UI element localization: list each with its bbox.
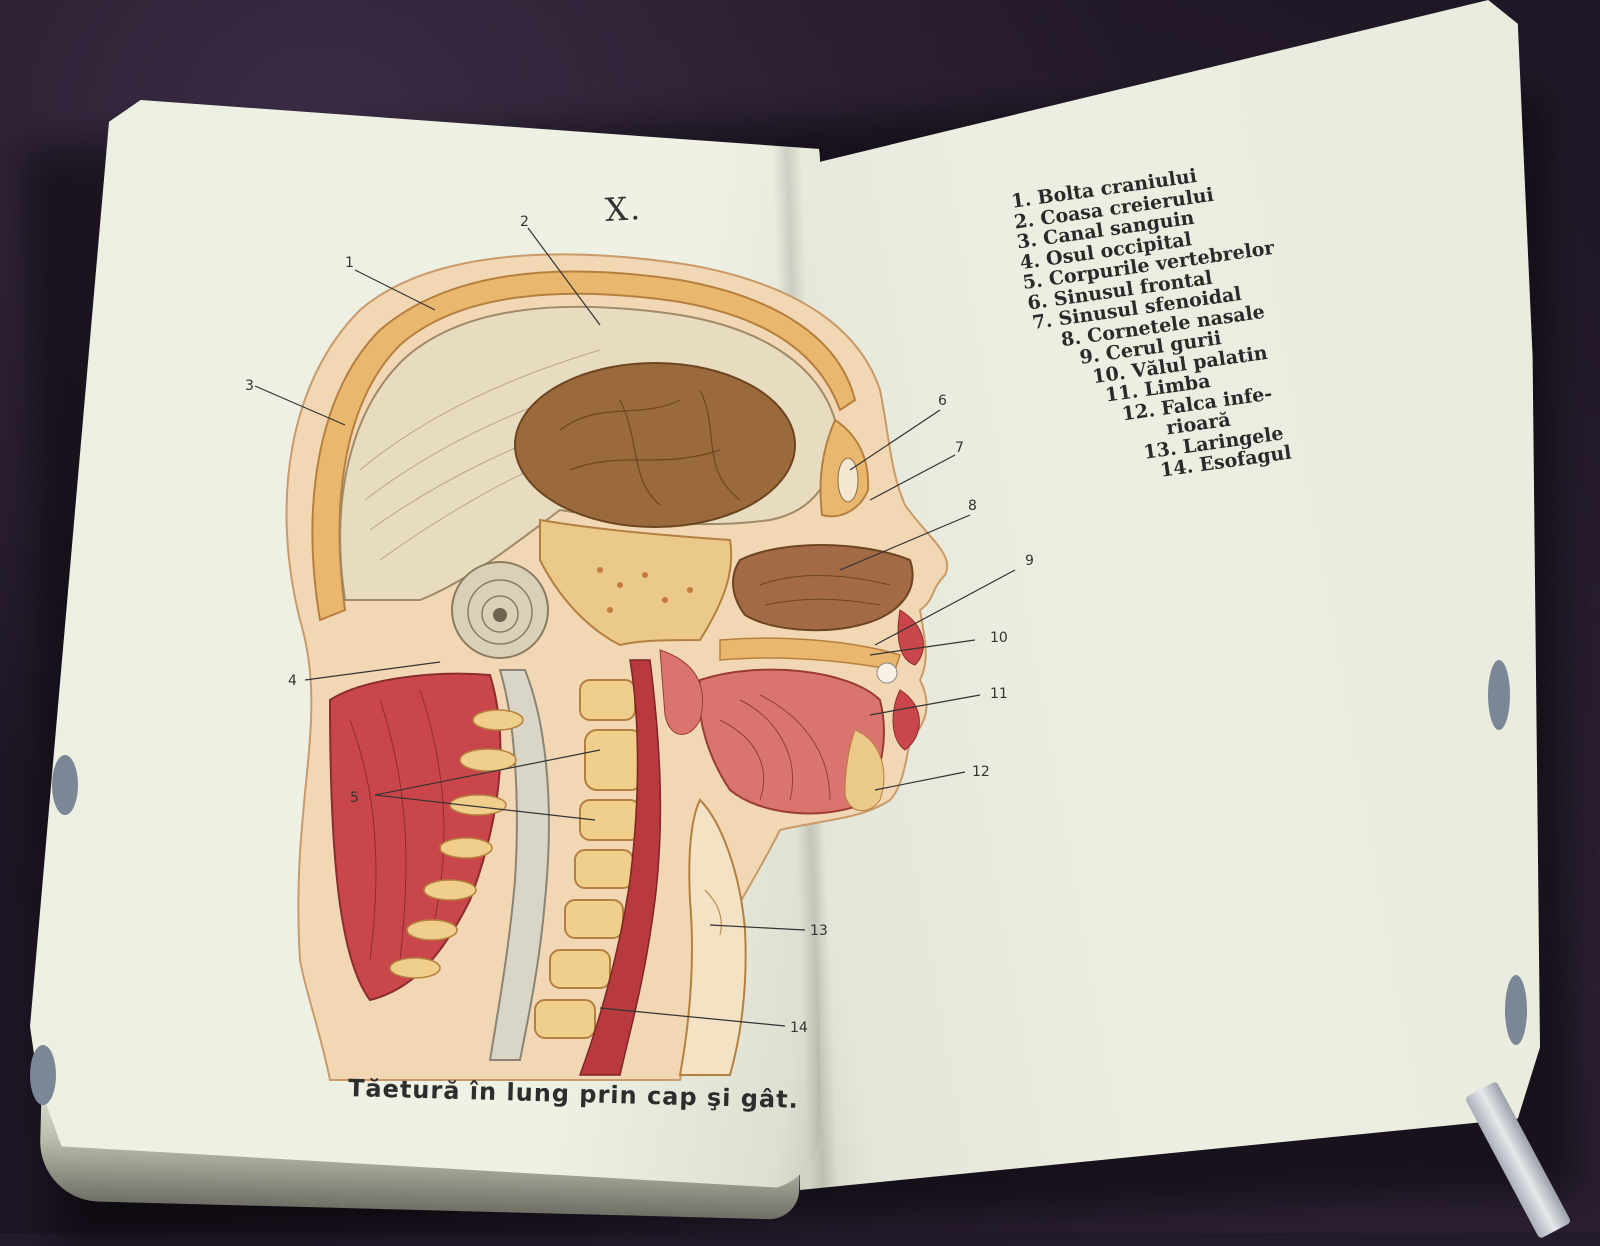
skull-base [539,518,733,647]
legend-list: 1. Bolta craniului 2. Coasa creierului 3… [1010,147,1370,496]
vertebrae [534,679,644,1039]
index-tab [1488,660,1510,730]
callout-lines [254,227,1016,1027]
callout-13: 13 [810,923,828,939]
index-tab [1505,975,1527,1045]
brain-gyri [559,389,741,506]
callout-numbers: 1 2 3 4 5 6 7 8 9 10 11 12 13 14 [245,214,1034,1036]
brain-hemisphere [514,362,796,528]
callout-4: 4 [288,673,297,689]
callout-12: 12 [972,764,990,780]
esophagus [578,659,662,1076]
callout-7: 7 [955,440,964,456]
neck-vertebra-processes [389,709,524,979]
callout-10: 10 [990,630,1008,646]
skull-vault [311,270,857,622]
callout-5: 5 [350,790,359,806]
callout-1: 1 [345,255,354,271]
callout-8: 8 [968,498,977,514]
callout-9: 9 [1025,553,1034,569]
spinal-cord [488,669,550,1061]
neck-muscles [328,672,502,1002]
index-tab [30,1045,56,1105]
callout-6: 6 [938,393,947,409]
callout-2: 2 [520,214,529,230]
nasal-conchae [732,544,914,632]
index-tab [52,755,78,815]
callout-11: 11 [990,686,1008,702]
mandible [844,729,885,812]
callout-3: 3 [245,378,254,394]
upper-lip [897,609,924,666]
larynx [678,798,747,1076]
callout-14: 14 [790,1020,808,1036]
soft-palate [659,649,704,735]
